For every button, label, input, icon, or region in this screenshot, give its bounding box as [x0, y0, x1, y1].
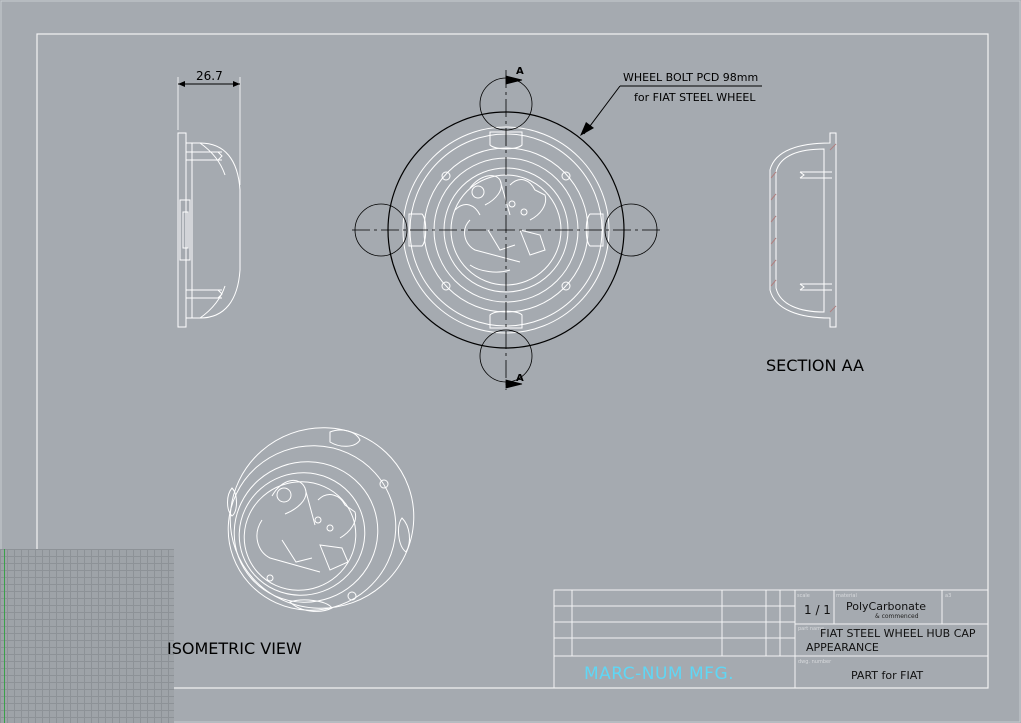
dimension-line: [178, 81, 240, 87]
title-block: [553, 589, 989, 689]
section-view-label: SECTION AA: [766, 356, 864, 375]
dimension-text: 26.7: [196, 69, 223, 83]
section-marker-bottom: A: [516, 373, 524, 384]
note-wheel: for FIAT STEEL WHEEL: [634, 91, 756, 104]
part-number-value: PART for FIAT: [851, 669, 924, 682]
section-hatch: [770, 143, 837, 313]
grid-axis: [4, 549, 5, 723]
center-lines: [352, 70, 660, 390]
viewport-grid: [0, 549, 174, 723]
part-title-line2: APPEARANCE: [806, 641, 879, 654]
field-scale-caption: scale: [797, 593, 810, 599]
leader-arrow: [580, 85, 762, 136]
field-material-caption: material: [836, 593, 857, 599]
section-marker-top: A: [516, 66, 524, 77]
part-title-line1: FIAT STEEL WHEEL HUB CAP: [820, 627, 976, 640]
note-pcd: WHEEL BOLT PCD 98mm: [623, 71, 759, 84]
sheet-frame: [36, 33, 989, 689]
section-view: [769, 132, 837, 328]
material-value: PolyCarbonate: [846, 600, 926, 613]
field-part-name-caption: part name: [798, 626, 825, 632]
field-part-number-caption: dwg. number: [798, 659, 832, 665]
company-name: MARC-NUM MFG.: [584, 664, 735, 684]
material-note: & commenced: [875, 613, 919, 620]
side-view: [177, 77, 241, 328]
isometric-view: [227, 427, 415, 612]
field-rev-caption: a3: [945, 593, 952, 599]
scale-value: 1 / 1: [804, 603, 831, 617]
isometric-view-label: ISOMETRIC VIEW: [167, 639, 302, 658]
